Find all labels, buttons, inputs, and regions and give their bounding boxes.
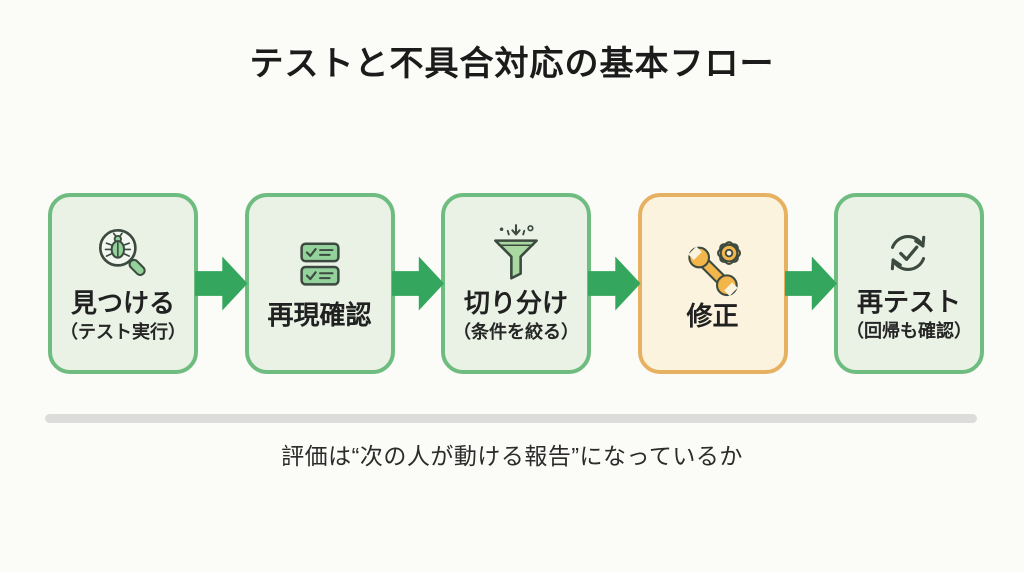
step-sublabel: （回帰も確認） xyxy=(846,321,972,342)
step-isolate: 切り分け （条件を絞る） xyxy=(441,193,591,374)
page-title: テストと不具合対応の基本フロー xyxy=(249,45,775,83)
wrench-gear-icon xyxy=(679,235,747,297)
step-sublabel: （テスト実行） xyxy=(60,322,186,343)
step-find: 見つける （テスト実行） xyxy=(48,193,198,374)
step-reproduce: 再現確認 xyxy=(244,193,395,374)
step-sublabel: （条件を絞る） xyxy=(453,322,579,343)
step-label: 再現確認 xyxy=(267,300,372,331)
step-label: 見つける xyxy=(70,288,175,319)
step-retest: 再テスト （回帰も確認） xyxy=(834,193,984,374)
flow-diagram: 見つける （テスト実行） 再現確認 xyxy=(48,193,984,374)
footer-note: 評価は“次の人が動ける報告”になっているか xyxy=(281,443,743,469)
step-fix: 修正 xyxy=(637,193,788,374)
flow-arrow-icon xyxy=(391,256,444,311)
flow-arrow-icon xyxy=(588,256,641,311)
checklist-icon xyxy=(289,236,351,296)
step-label: 切り分け xyxy=(463,288,568,319)
flow-arrow-icon xyxy=(195,256,248,311)
funnel-icon xyxy=(483,222,549,284)
bug-search-icon xyxy=(90,222,156,284)
recycle-check-icon xyxy=(877,223,941,283)
divider xyxy=(45,414,977,423)
step-label: 修正 xyxy=(686,301,739,332)
step-label: 再テスト xyxy=(856,287,961,318)
flow-arrow-icon xyxy=(784,256,837,311)
